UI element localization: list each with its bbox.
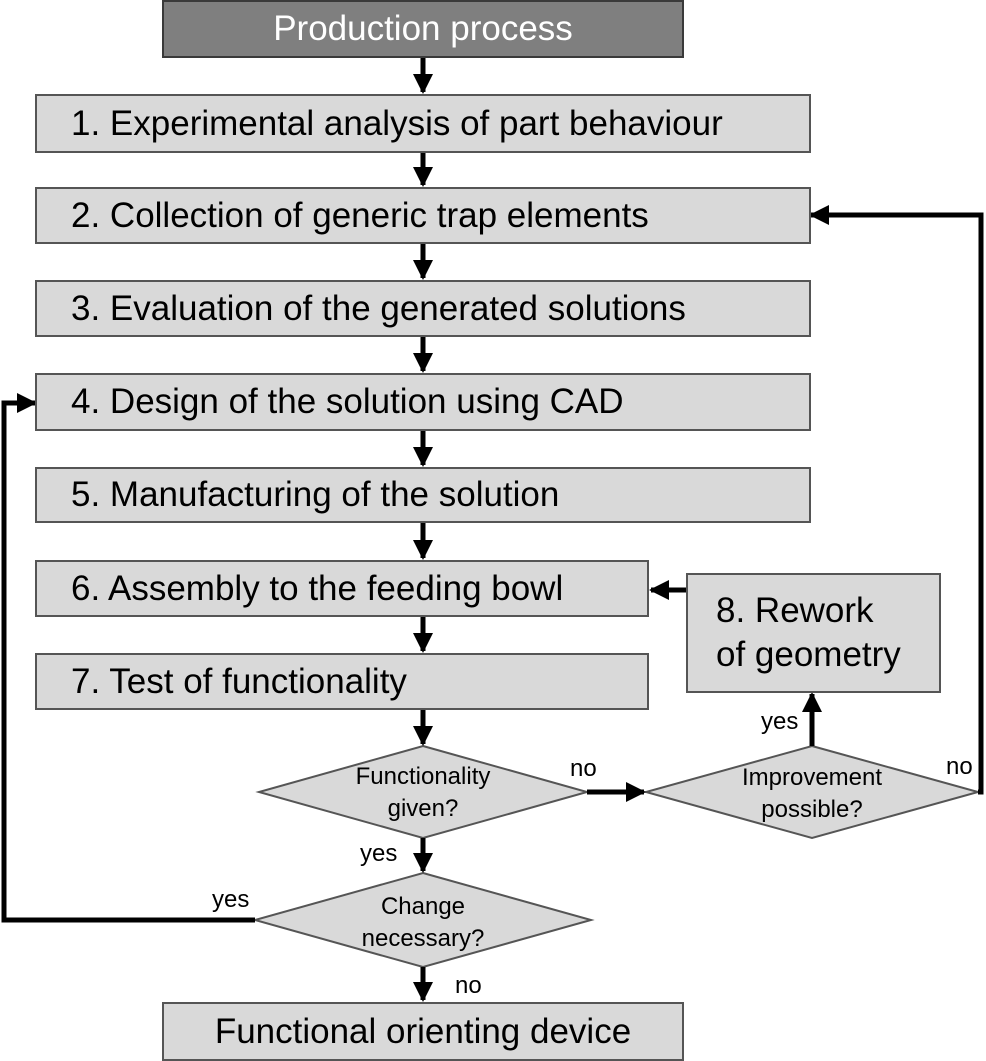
output-functional-orienting-device: Functional orienting device xyxy=(162,1002,684,1061)
step-6-box: 6. Assembly to the feeding bowl xyxy=(35,560,649,617)
decision-change-label: Change necessary? xyxy=(361,893,485,952)
edge-label-functionality-no: no xyxy=(570,755,597,782)
step-6-label: 6. Assembly to the feeding bowl xyxy=(71,568,564,608)
step-3-label: 3. Evaluation of the generated solutions xyxy=(71,288,686,328)
decision-functionality-label: Functionality given? xyxy=(355,763,491,822)
arrow-change-yes-to-step4 xyxy=(1,393,255,923)
step-7-box: 7. Test of functionality xyxy=(35,653,649,710)
step-8-label: 8. Rework of geometry xyxy=(716,591,901,674)
edge-label-improvement-no: no xyxy=(946,753,973,780)
decision-improvement-label: Improvement possible? xyxy=(741,764,883,823)
decision-improvement-shape xyxy=(642,744,982,840)
step-3-box: 3. Evaluation of the generated solutions xyxy=(35,280,811,337)
step-8-rework-box: 8. Rework of geometry xyxy=(686,573,941,693)
step-2-label: 2. Collection of generic trap elements xyxy=(71,195,649,235)
step-7-label: 7. Test of functionality xyxy=(71,661,407,701)
step-4-label: 4. Design of the solution using CAD xyxy=(71,382,624,421)
step-5-label: 5. Manufacturing of the solution xyxy=(71,475,560,514)
step-4-box: 4. Design of the solution using CAD xyxy=(35,373,811,431)
edge-label-functionality-yes: yes xyxy=(360,840,398,867)
step-1-box: 1. Experimental analysis of part behavio… xyxy=(35,94,811,153)
step-5-box: 5. Manufacturing of the solution xyxy=(35,467,811,523)
step-1-label: 1. Experimental analysis of part behavio… xyxy=(71,103,723,143)
header-production-process: Production process xyxy=(162,0,684,58)
edge-label-improvement-yes: yes xyxy=(761,708,799,735)
output-label: Functional orienting device xyxy=(214,1011,632,1051)
edge-label-change-no: no xyxy=(455,972,482,999)
arrow-improvement-no-to-step2 xyxy=(809,205,984,795)
header-label: Production process xyxy=(273,9,573,48)
step-2-box: 2. Collection of generic trap elements xyxy=(35,187,811,244)
edge-label-change-yes: yes xyxy=(212,886,250,913)
